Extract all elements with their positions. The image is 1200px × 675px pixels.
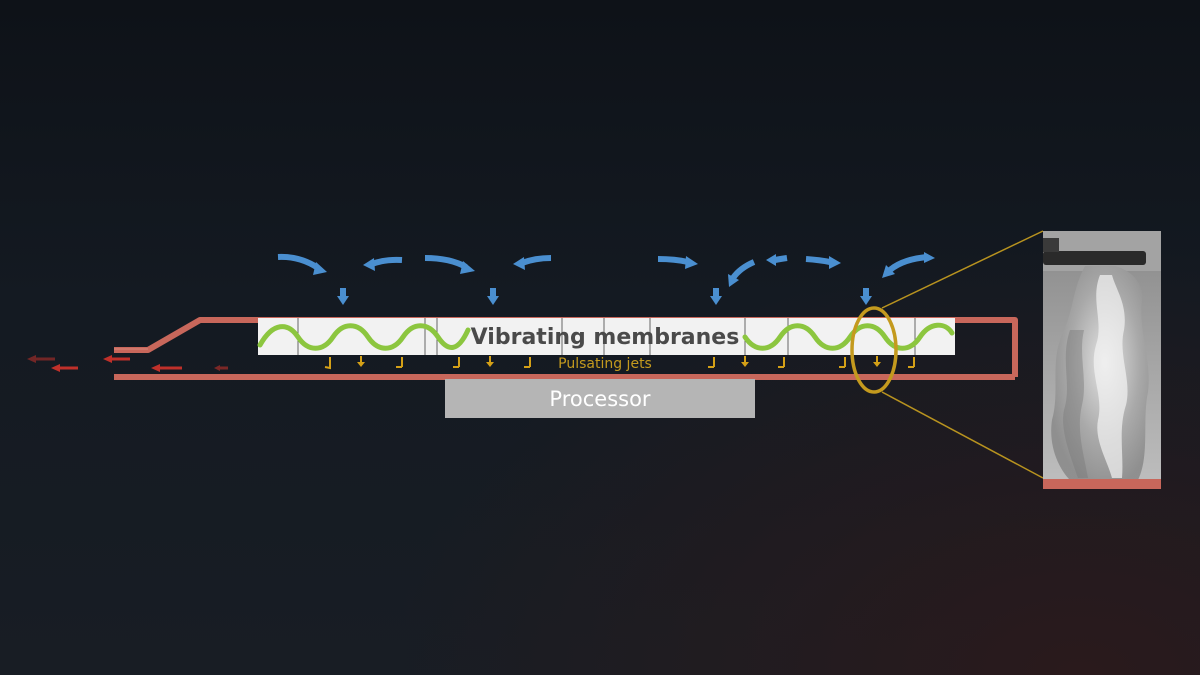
zoom-line-bottom <box>881 391 1044 479</box>
airflow-arrow <box>766 254 788 266</box>
membrane-panel: Vibrating membranes <box>257 318 955 355</box>
jet-arrow <box>908 357 915 368</box>
airflow-arrow <box>424 255 475 274</box>
channel <box>114 317 1018 380</box>
airflow-arrow <box>277 253 327 275</box>
processor-block: Processor <box>445 379 755 418</box>
outflow-arrow <box>103 355 130 363</box>
airflow-down-arrow <box>487 288 499 305</box>
channel-top-wall <box>114 317 1018 377</box>
airflow-arrow <box>513 255 552 270</box>
jet-arrow <box>839 357 846 368</box>
membranes-label: Vibrating membranes <box>471 325 740 350</box>
zoom-callout <box>850 230 1161 489</box>
jet-arrow <box>778 357 785 368</box>
outflow-arrow <box>151 364 182 372</box>
jet-arrow <box>453 357 460 368</box>
airflow-arrow <box>805 256 841 269</box>
jet-arrow <box>357 356 365 367</box>
airflow-down-arrow <box>710 288 722 305</box>
jet-photo-base <box>1043 479 1161 489</box>
jet-arrow <box>486 356 494 367</box>
outflow-arrow <box>214 365 228 371</box>
airflow-arrow <box>363 256 403 271</box>
jet-photo <box>1043 231 1161 489</box>
zoom-ellipse-icon <box>850 306 898 394</box>
membrane-wave-left <box>257 323 471 351</box>
jet-arrow <box>708 357 715 368</box>
jet-arrow <box>524 357 531 368</box>
outflow-arrow <box>51 364 78 372</box>
jets-label: Pulsating jets <box>558 356 652 372</box>
airflow-arrow <box>882 252 935 278</box>
processor-label: Processor <box>549 387 651 411</box>
jet-arrow <box>741 356 749 367</box>
jet-arrows <box>324 356 915 370</box>
jet-arrow <box>873 356 881 367</box>
nozzle-icon <box>1043 251 1146 265</box>
outflow-arrow <box>27 355 55 363</box>
jet-arrow <box>396 357 403 368</box>
airflow-arrow <box>728 259 756 287</box>
membrane-wave-right <box>742 322 955 351</box>
airflow-down-arrow <box>860 288 872 305</box>
airflow-arrow <box>657 256 698 269</box>
airflow-down-arrow <box>337 288 349 305</box>
processor-rect <box>445 379 755 418</box>
zoom-line-top <box>881 230 1044 309</box>
outflow-arrows <box>27 355 228 372</box>
jet-arrow <box>324 357 331 370</box>
airflow-arrows <box>277 252 935 305</box>
